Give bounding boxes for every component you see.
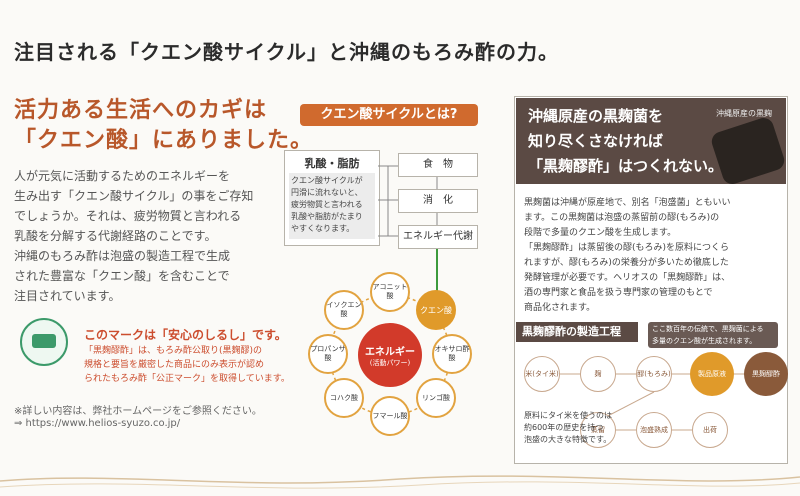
mark-title: このマークは「安心のしるし」です。	[84, 328, 287, 342]
text-line: 泡盛の大きな特徴です。	[524, 435, 612, 444]
left-heading-line2: 「クエン酸」にありました。	[14, 127, 314, 153]
cycle-citric-acid: クエン酸	[416, 290, 456, 330]
text-line: クエン酸サイクルが	[291, 176, 363, 185]
cycle-aconitic-acid: アコニット酸	[370, 272, 410, 312]
lactic-fat-box: 乳酸・脂肪 クエン酸サイクルが 円滑に流れないと、 疲労物質と言われる 乳酸や脂…	[284, 150, 380, 246]
text-line: された豊富な「クエン酸」を含むことで	[14, 269, 230, 283]
panel-header-title: 沖縄原産の黒麹菌を 知り尽くさなければ 「黒麹醪酢」はつくれない。	[528, 104, 723, 179]
text-line: 「黒麹醪酢」はつくれない。	[528, 157, 724, 175]
text-line: 「黒麹醪酢」は蒸留後の醪(もろみ)を原料につくら	[524, 243, 730, 253]
process-footnote: 原料にタイ米を使うのは 約600年の歴史を持つ 泡盛の大きな特徴です。	[524, 410, 612, 446]
panel-paragraph: 黒麹菌は沖縄が原産地で、別名「泡盛菌」ともいい ます。この黒麹菌は泡盛の蒸留前の…	[524, 196, 730, 316]
decorative-wave	[0, 475, 800, 489]
text-line: 乳酸を分解する代謝経路のことです。	[14, 229, 217, 243]
text-line: 円滑に流れないと、	[291, 188, 363, 197]
flow-digestion: 消 化	[398, 189, 478, 213]
text-line: 沖縄のもろみ酢は泡盛の製造工程で生成	[14, 249, 231, 263]
text-line: 約600年の歴史を持つ	[524, 423, 604, 432]
text-line: でしょうか。それは、疲労物質と言われる	[14, 209, 242, 223]
cycle-ketoglutaric-acid: プロパンサ酸	[308, 334, 348, 374]
step-product-stock: 製品原液	[690, 352, 734, 396]
text-line: 酒の専門家と食品を扱う専門家の管理のもとで	[524, 288, 713, 298]
left-paragraph-2: 沖縄のもろみ酢は泡盛の製造工程で生成 された豊富な「クエン酸」を含むことで 注目…	[14, 246, 230, 306]
cycle-fumaric-acid: フマール酸	[370, 396, 410, 436]
step-distillation: 蒸留	[580, 412, 616, 448]
text-line: 注目されています。	[14, 289, 121, 303]
text-line: 人が元気に活動するためのエネルギーを	[14, 169, 231, 183]
energy-subtitle: (活動パワー)	[369, 358, 411, 367]
step-awamori-aging: 泡盛熟成	[636, 412, 672, 448]
step-shipping: 出荷	[692, 412, 728, 448]
text-line: 知り尽くさなければ	[528, 132, 664, 150]
left-paragraph-1: 人が元気に活動するためのエネルギーを 生み出す「クエン酸サイクル」の事をご存知 …	[14, 166, 253, 246]
text-line: 沖縄原産の黒麹菌を	[528, 107, 664, 125]
mark-text: 「黒麹醪酢」は、もろみ酢公取り(黒麹醪)の 規格と要旨を厳密した商品にのみ表示が…	[84, 344, 290, 386]
text-line: 原料にタイ米を使うのは	[524, 411, 612, 420]
energy-center: エネルギー (活動パワー)	[358, 323, 422, 387]
fair-trade-mark-icon	[20, 318, 68, 366]
text-line: 段階で多量のクエン酸を生成します。	[524, 228, 677, 238]
text-line: ここ数百年の伝統で、黒麹菌による	[652, 325, 764, 333]
cycle-malic-acid: リンゴ酸	[416, 378, 456, 418]
text-line: 商品化されます。	[524, 303, 596, 313]
text-line: られたもろみ酢「公正マーク」を取得しています。	[84, 374, 290, 384]
text-line: 「黒麹醪酢」は、もろみ酢公取り(黒麹醪)の	[84, 346, 263, 356]
text-line: 黒麹菌は沖縄が原産地で、別名「泡盛菌」ともいい	[524, 198, 731, 208]
text-line: 疲労物質と言われる	[291, 200, 363, 209]
text-line: れますが、醪(もろみ)の栄養分が多いため徹底した	[524, 258, 729, 268]
text-line: やすくなります。	[291, 224, 355, 233]
text-line: 発酵管理が必要です。ヘリオスの「黒麹醪酢」は、	[524, 273, 731, 283]
cycle-succinic-acid: コハク酸	[324, 378, 364, 418]
flow-energy-metabolism: エネルギー代謝	[398, 225, 478, 249]
step-black-koji-vinegar: 黒麹醪酢	[744, 352, 788, 396]
citric-cycle-header: クエン酸サイクルとは?	[300, 104, 478, 126]
process-title: 黒麹醪酢の製造工程	[516, 322, 638, 342]
text-line: ます。この黒麹菌は泡盛の蒸留前の醪(もろみ)の	[524, 213, 720, 223]
page-title: 注目される「クエン酸サイクル」と沖縄のもろみ酢の力。	[14, 40, 559, 64]
cycle-isocitric-acid: イソクエン酸	[324, 290, 364, 330]
text-line: 生み出す「クエン酸サイクル」の事をご存知	[14, 189, 254, 203]
step-moromi: 醪(もろみ)	[636, 356, 672, 392]
step-rice: 米(タイ米)	[524, 356, 560, 392]
lactic-text: クエン酸サイクルが 円滑に流れないと、 疲労物質と言われる 乳酸や脂肪がたまり …	[289, 173, 375, 239]
text-line: 乳酸や脂肪がたまり	[291, 212, 363, 221]
footnote: ※詳しい内容は、弊社ホームページをご参照ください。	[14, 406, 262, 417]
energy-title: エネルギー	[365, 346, 415, 358]
lactic-title: 乳酸・脂肪	[304, 157, 360, 170]
flow-food: 食 物	[398, 153, 478, 177]
panel-header-caption: 沖縄原産の黒麹	[716, 109, 772, 118]
website-link[interactable]: ⇒ https://www.helios-syuzo.co.jp/	[14, 418, 181, 429]
left-heading-line1: 活力ある生活へのカギは	[14, 97, 268, 123]
step-koji: 麹	[580, 356, 616, 392]
text-line: 多量のクエン酸が生成されます。	[652, 337, 757, 345]
text-line: 規格と要旨を厳密した商品にのみ表示が認め	[84, 360, 265, 370]
process-note: ここ数百年の伝統で、黒麹菌による 多量のクエン酸が生成されます。	[648, 322, 778, 348]
cycle-oxaloacetic-acid: オキサロ酢酸	[432, 334, 472, 374]
